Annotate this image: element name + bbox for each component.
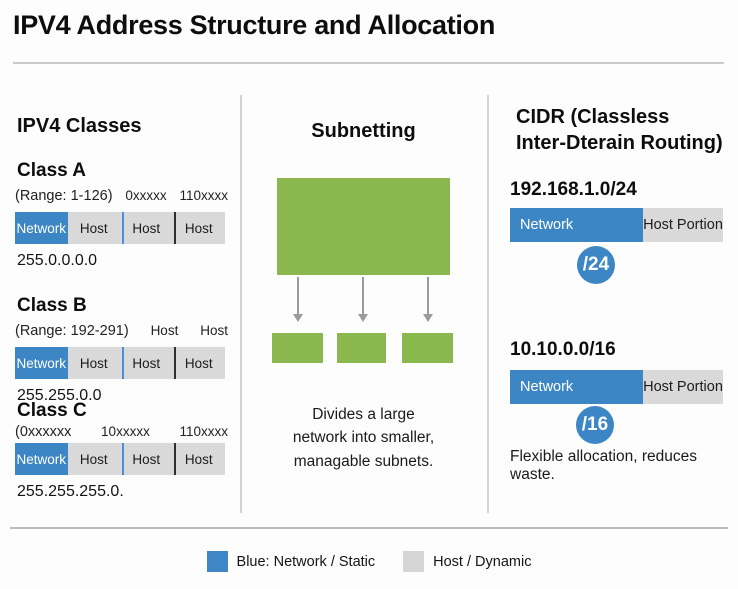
- legend-label-host: Host / Dynamic: [433, 553, 532, 570]
- class-c-bits-2: 110xxxx: [179, 424, 228, 439]
- class-a-name: Class A: [17, 160, 86, 181]
- host-portion-segment: Host Portion: [643, 370, 723, 404]
- cidr-heading-line2: Inter-Dterain Routing): [516, 132, 723, 154]
- cidr-panel-heading: CIDR (Classless Inter-Dterain Routing): [516, 104, 731, 156]
- class-c-mask: 255.255.255.0.: [17, 483, 124, 500]
- subnet-box: [402, 333, 453, 363]
- cidr-address-1: 192.168.1.0/24: [510, 179, 637, 200]
- class-a-sublabels: (Range: 1-126) 0xxxxx 110xxxx: [15, 188, 228, 204]
- arrow-down-icon: [293, 277, 303, 322]
- cidr-address-2: 10.10.0.0/16: [510, 339, 616, 360]
- class-c-bits-0: (0xxxxxx: [15, 424, 72, 440]
- class-b-label-1: Host: [150, 323, 179, 338]
- network-segment: Network: [510, 208, 643, 242]
- class-b-mask: 255.255.0.0: [17, 387, 102, 404]
- column-divider-right: [487, 95, 489, 513]
- class-c-bits-1: 10xxxxx: [101, 424, 150, 439]
- segment-divider-dark: [173, 347, 176, 379]
- network-segment: Network: [15, 443, 68, 475]
- class-c-block: Class C (0xxxxxx 10xxxxx 110xxxx Network…: [15, 400, 228, 515]
- subnet-box: [272, 333, 323, 363]
- class-b-sublabels: (Range: 192-291) Host Host: [15, 323, 228, 339]
- host-segment: Host: [172, 212, 225, 244]
- classes-panel-heading: IPV4 Classes: [17, 115, 142, 137]
- class-a-block: Class A (Range: 1-126) 0xxxxx 110xxxx Ne…: [15, 160, 228, 275]
- gray-swatch-icon: [403, 551, 425, 572]
- prefix-badge-24: /24: [577, 246, 615, 284]
- host-segment: Host: [120, 443, 173, 475]
- class-b-block: Class B (Range: 192-291) Host Host Netwo…: [15, 295, 228, 410]
- class-a-mask: 255.0.0.0.0: [17, 252, 98, 269]
- host-segment: Host: [172, 443, 225, 475]
- class-b-range: (Range: 192-291): [15, 323, 129, 339]
- page-title: IPV4 Address Structure and Allocation: [13, 10, 496, 40]
- class-b-label-2: Host: [200, 323, 228, 338]
- large-network-box: [277, 178, 450, 275]
- host-segment: Host: [67, 212, 120, 244]
- legend-label-network: Blue: Network / Static: [236, 553, 376, 570]
- segment-divider-blue: [122, 443, 125, 475]
- subnet-box: [337, 333, 386, 363]
- legend-divider: [10, 527, 728, 529]
- class-b-name: Class B: [17, 295, 87, 316]
- host-segment: Host: [67, 443, 120, 475]
- network-segment: Network: [15, 347, 68, 379]
- class-a-bits-2: 110xxxx: [179, 188, 228, 203]
- cidr-heading-line1: CIDR (Classless: [516, 106, 670, 128]
- legend-item-network: Blue: Network / Static: [206, 551, 376, 572]
- class-a-address-bar: Network Host Host Host: [15, 212, 225, 244]
- subnetting-description: Divides a large network into smaller, ma…: [292, 406, 435, 470]
- column-divider-left: [240, 95, 242, 513]
- legend: Blue: Network / Static Host / Dynamic: [0, 551, 738, 572]
- arrow-down-icon: [423, 277, 433, 322]
- class-c-name: Class C: [17, 400, 87, 421]
- class-b-address-bar: Network Host Host Host: [15, 347, 225, 379]
- prefix-badge-16: /16: [576, 406, 614, 444]
- cidr-note: Flexible allocation, reduces waste.: [510, 448, 697, 483]
- subnetting-panel-heading: Subnetting: [311, 120, 416, 142]
- segment-divider-dark: [173, 212, 176, 244]
- host-segment: Host: [172, 347, 225, 379]
- class-c-address-bar: Network Host Host Host: [15, 443, 225, 475]
- class-a-bits-1: 0xxxxx: [125, 188, 167, 203]
- class-a-range: (Range: 1-126): [15, 188, 113, 204]
- arrow-down-icon: [358, 277, 368, 322]
- network-segment: Network: [15, 212, 68, 244]
- host-portion-segment: Host Portion: [643, 208, 723, 242]
- segment-divider-dark: [173, 443, 176, 475]
- segment-divider-blue: [122, 347, 125, 379]
- cidr-bar-2: Network Host Portion: [510, 370, 723, 404]
- class-c-sublabels: (0xxxxxx 10xxxxx 110xxxx: [15, 424, 228, 440]
- host-segment: Host: [120, 212, 173, 244]
- segment-divider-blue: [122, 212, 125, 244]
- title-divider: [13, 62, 724, 64]
- host-segment: Host: [120, 347, 173, 379]
- cidr-bar-1: Network Host Portion: [510, 208, 723, 242]
- blue-swatch-icon: [206, 551, 228, 572]
- network-segment: Network: [510, 370, 643, 404]
- host-segment: Host: [67, 347, 120, 379]
- legend-item-host: Host / Dynamic: [403, 551, 531, 572]
